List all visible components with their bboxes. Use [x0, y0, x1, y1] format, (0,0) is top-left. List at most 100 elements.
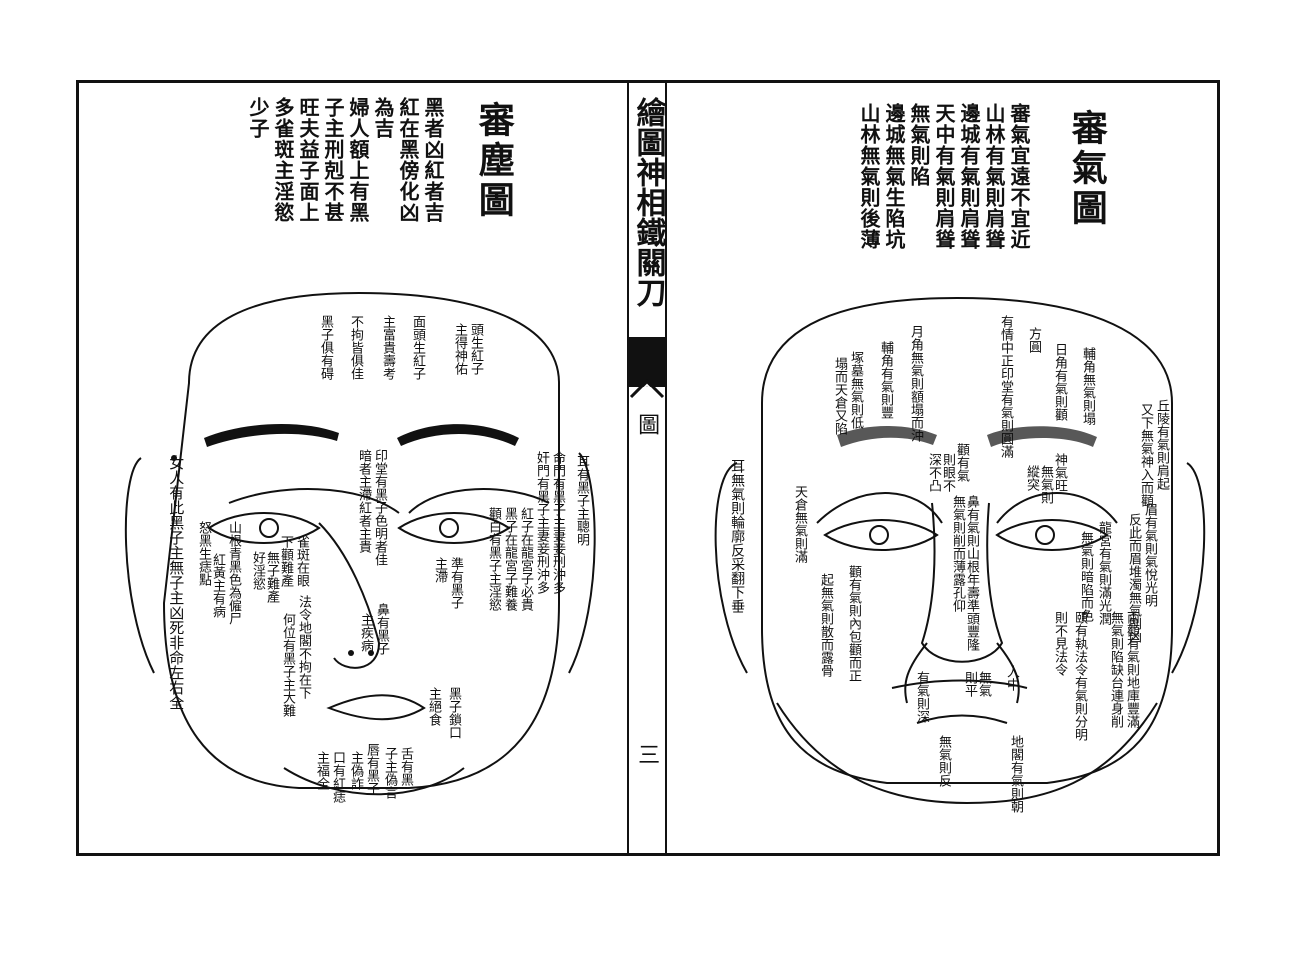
right-intro-col: 山林有氣則肩聳 [982, 103, 1006, 250]
left-note: 怒黑生痣點 [195, 521, 211, 586]
right-note: 丘陵有氣則肩起 [1153, 399, 1169, 490]
page-number: 三 [634, 743, 660, 765]
left-note: 命門有黑子主妻妾刑沖多 [549, 451, 565, 594]
right-note: 又下無氣神入而顴 [1137, 403, 1153, 507]
book-spread: 審塵圖 黑者凶紅者吉 紅在黑傍化凶 為吉 婦人額上有黑 子主刑剋不甚 旺夫益子面… [76, 80, 1220, 856]
left-note: 準有黑子 [447, 557, 463, 609]
right-note: 月角無氣則額塌而沖 [907, 325, 923, 442]
left-note: 主疾病 [357, 613, 373, 652]
right-note: 塚墓無氣則低 [847, 351, 863, 429]
left-note: 雀斑在眼 [293, 535, 309, 587]
book-title: 繪圖神相鐵關刀 [630, 97, 666, 307]
right-note: 則眼不 [939, 453, 955, 492]
left-note: 不拘皆俱佳 [347, 315, 363, 380]
left-intro-col: 子主刑剋不甚 [321, 97, 345, 223]
right-page-title: 審氣圖 [1065, 109, 1108, 229]
left-face-illustration [124, 291, 596, 796]
right-intro-col: 天中有氣則肩聳 [932, 103, 956, 250]
left-intro-col: 婦人額上有黑 [346, 97, 370, 223]
left-intro-col: 旺夫益子面上 [296, 97, 320, 223]
left-note: 主福全 [313, 751, 329, 790]
left-note: 女人有此黑子主無子主凶死非命左右全 [167, 455, 186, 710]
right-note: 則平 [961, 671, 977, 697]
right-note: 無氣則陷缺台連身削 [1107, 611, 1123, 728]
right-note: 耳無氣則輪廓反采翻下垂 [729, 459, 746, 613]
left-intro-col: 紅在黑傍化凶 [396, 97, 420, 223]
left-note: 顴白有黑子主淫慾 [485, 507, 501, 611]
left-note: 紅子在龍宮子必貴 [517, 507, 533, 611]
right-note: 人中 [1003, 665, 1019, 691]
left-note: 山根青黑色為僱尸 [225, 521, 241, 625]
right-note: 起無氣則散而露骨 [817, 573, 833, 677]
right-note: 無氣則 [1037, 465, 1053, 504]
right-note: 顴有氣則內包顴而正 [845, 565, 861, 682]
left-note: 黑子俱有碍 [317, 315, 333, 380]
right-note: 地閣有氣則朝 [1007, 735, 1023, 813]
left-note: 子主偽言 [381, 747, 397, 799]
right-note: 縱突 [1023, 465, 1039, 491]
right-note: 無氣則反 [935, 735, 951, 787]
right-note: 塌而天倉又陷 [831, 357, 847, 435]
left-intro-col: 黑者凶紅者吉 [421, 97, 445, 223]
left-note: 口有紅痣 [329, 751, 345, 803]
left-intro-col: 多雀斑主淫慾 [271, 97, 295, 223]
left-page: 審塵圖 黑者凶紅者吉 紅在黑傍化凶 為吉 婦人額上有黑 子主刑剋不甚 旺夫益子面… [79, 83, 627, 853]
right-note: 兩顴有氣則地庫豐滿 [1123, 611, 1139, 728]
right-face-illustration [714, 296, 1206, 805]
left-note: 無子難產 [263, 551, 279, 603]
left-note: 主偽詐 [347, 751, 363, 790]
right-intro-col: 審氣宜遠不宜近 [1007, 103, 1031, 250]
left-note: 印堂有黑子色明者佳 [371, 449, 387, 566]
right-note: 神氣旺 [1051, 453, 1067, 492]
right-intro-col: 無氣則陷 [907, 103, 931, 187]
right-note: 龍宮有氣則滿光潤 [1095, 521, 1111, 625]
left-note: 主富貴壽考 [379, 315, 395, 380]
left-note: 頭生紅子 [467, 323, 483, 375]
fishtail-mark [629, 378, 665, 399]
left-note: 好淫慾 [249, 551, 265, 590]
left-note: 面頭生紅子 [409, 315, 425, 380]
left-note: 黑子在龍宮子難養 [501, 507, 517, 611]
spine: 繪圖神相鐵關刀 圖 三 [627, 83, 667, 853]
left-note: 暗者主滯紅者主貴 [355, 449, 371, 553]
right-note: 眉有氣則氣悅光明 [1141, 503, 1157, 607]
left-note: 下顴難產 [277, 535, 293, 587]
right-note: 無氣 [975, 671, 991, 697]
left-intro-col: 少子 [246, 97, 270, 139]
right-note: 日角有氣則顴 [1051, 343, 1067, 421]
right-note: 反此而眉堆濁無氣則凶 [1125, 513, 1141, 643]
right-note: 天倉無氣則滿 [791, 485, 807, 563]
left-note: 黑子鎖口 [445, 687, 461, 739]
right-note: 有情中正印堂有氣則圓滿 [997, 315, 1013, 458]
right-intro-col: 邊城無氣生陷坑 [882, 103, 906, 250]
left-note: 舌有黑 [397, 747, 413, 786]
left-note: 主絕食 [425, 687, 441, 726]
right-note: 則不見法令 [1051, 611, 1067, 676]
left-note: 主滯 [431, 557, 447, 583]
right-note: 有氣則深 [913, 671, 929, 723]
left-page-title: 審塵圖 [472, 101, 515, 221]
right-page: 審氣圖 審氣宜遠不宜近 山林有氣則肩聳 邊城有氣則肩聳 天中有氣則肩聳 無氣則陷… [667, 83, 1217, 853]
right-note: 無氣則暗陷而色 [1077, 531, 1093, 622]
left-note: 法令地閣不拘在下 [295, 595, 311, 699]
right-intro-col: 邊城有氣則肩聳 [957, 103, 981, 250]
right-note: 鼻有氣則山根年壽準頭豐隆 [963, 495, 979, 651]
right-note: 頤有執法令有氣則分明 [1071, 611, 1087, 741]
left-note: 奸門有黑子主妻妾刑沖多 [533, 451, 549, 594]
left-note: 唇有黑子 [363, 743, 379, 795]
left-note: 耳有黑子主聰明 [573, 455, 589, 546]
right-note: 顴有氣 [953, 443, 969, 482]
right-note: 無氣則削而薄露孔仰 [949, 495, 965, 612]
left-intro-col: 為吉 [371, 97, 395, 139]
left-note: 主得神佑 [451, 323, 467, 375]
right-note: 方圓 [1025, 327, 1041, 353]
right-note: 輔角無氣則塌 [1079, 347, 1095, 425]
section-label: 圖 [634, 413, 660, 435]
right-intro-col: 山林無氣則後薄 [857, 103, 881, 250]
spine-black-band [629, 337, 665, 387]
right-note: 輔角有氣則豐 [877, 341, 893, 419]
left-note: 何位有黑子主大難 [279, 613, 295, 717]
left-note: 鼻有黑子 [373, 603, 389, 655]
right-note: 深不凸 [925, 453, 941, 492]
left-note: 紅黃主有病 [209, 553, 225, 618]
